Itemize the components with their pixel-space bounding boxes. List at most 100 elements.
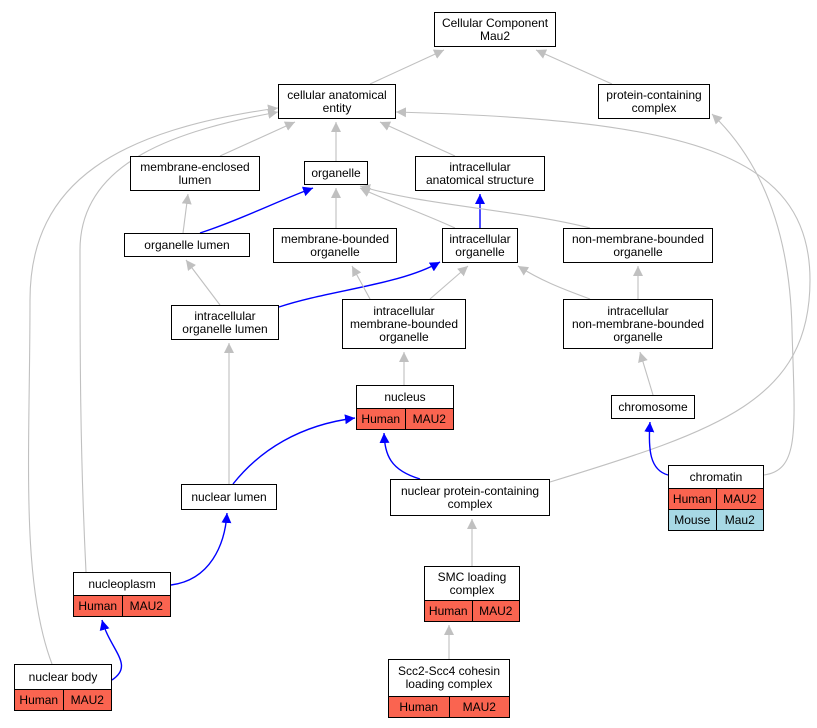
node-label-line: intracellular [194,308,256,323]
node-label-line: intracellular [607,303,669,318]
edge-iol-to-orgl [185,259,221,306]
node-label-line: organelle [613,244,663,259]
species-table: Human MAU2 [389,696,509,717]
node-label-line: membrane-enclosed [140,159,250,174]
species-cell: Human [19,693,59,707]
edge-imbo-to-io [429,265,469,300]
node-label-line: membrane-bounded [280,231,390,246]
node-label-line: membrane-bounded [349,316,459,331]
gene-cell: MAU2 [448,697,510,717]
edge-nb-to-np [99,619,123,681]
species-cell: Human [78,599,118,613]
node-label-line: non-membrane-bounded [571,316,705,331]
node-label-line: intracellular [449,231,511,246]
gene-cell: Mau2 [715,510,764,530]
edge-orgl-to-mel [181,193,192,234]
node-nl[interactable]: nuclear lumen [181,484,277,510]
edge-cae-to-cc [369,49,445,85]
node-label-line: intracellular [373,303,435,318]
node-label-line: organelle lumen [182,321,268,336]
node-label: chromatin [669,466,763,488]
gene-cell: MAU2 [62,690,112,710]
species-cell: Human [399,700,439,714]
node-label-line: protein-containing [606,87,702,102]
node-label-line: anatomical structure [425,172,535,187]
edge-imbo-to-mbo [351,265,371,300]
species-cell: Human [672,492,712,506]
node-label-line: complex [447,496,493,511]
edge-nmbo-to-org [359,184,591,229]
node-label-line: organelle [310,244,360,259]
node-label-line: chromosome [618,399,688,414]
gene-cell: MAU2 [715,489,764,509]
edge-npcc-to-cae [395,107,811,483]
node-label-line: complex [449,582,495,597]
node-label: nucleoplasm [74,573,170,595]
node-label-line: lumen [178,172,212,187]
node-label-line: complex [631,100,677,115]
node-label-line: organelle [613,329,663,344]
node-label-line: intracellular [449,159,511,174]
node-label-line: nuclear body [28,669,98,684]
node-label-line: chromatin [689,469,743,484]
edge-mel-to-cae [219,121,296,157]
node-org[interactable]: organelle [304,161,368,185]
edge-inmbo-to-io [517,265,591,300]
node-label-line: non-membrane-bounded [571,231,705,246]
node-label: nuclear lumen [182,485,276,509]
node-label-line: cellular anatomical [287,87,387,102]
edge-np-to-nl [170,512,232,586]
node-orgl[interactable]: organelle lumen [124,233,250,257]
edge-pcc-to-cc [535,49,613,85]
node-label: organelle lumen [125,234,249,256]
species-row: Human MAU2 [389,697,509,717]
species-cell: Human [428,604,468,618]
gene-cell: MAU2 [404,409,454,429]
edge-chrom-to-pcc [711,113,795,476]
edge-io-to-org [359,187,456,229]
node-label-line: entity [322,100,352,115]
edge-nl-to-nuc [232,414,356,485]
node-label-line: nuclear lumen [191,489,267,504]
edge-chrom-to-chr [644,421,669,476]
node-label-line: organelle [379,329,429,344]
node-chr[interactable]: chromosome [611,395,695,419]
node-label-line: Scc2-Scc4 cohesin [397,664,501,678]
